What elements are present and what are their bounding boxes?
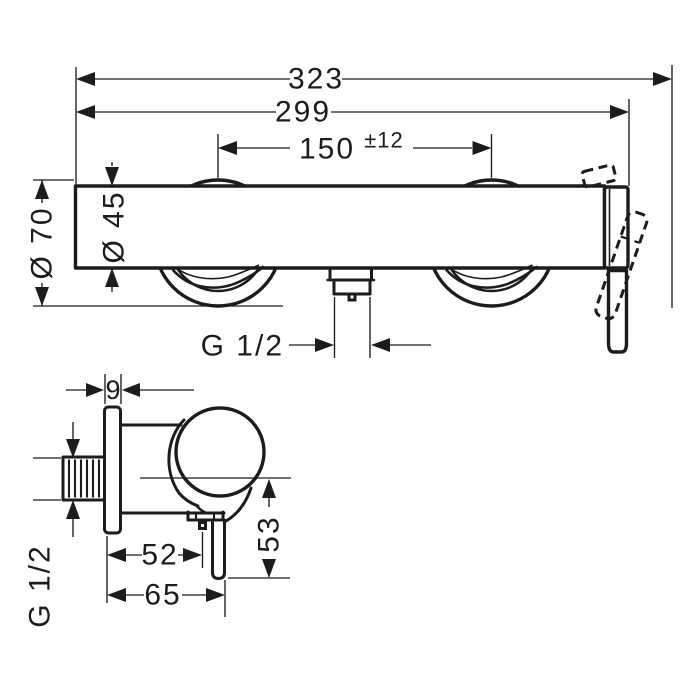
dim-axis-to-handle-label: 53 [253, 515, 286, 552]
dim-wall-to-outlet-label: 52 [141, 539, 178, 572]
dim-escutcheon-diameter-label: Ø 70 [26, 206, 59, 279]
dim-inlet-thread: G 1/2 [24, 422, 80, 628]
cartridge-housing [174, 406, 266, 498]
dim-body-width-label: 299 [275, 96, 331, 129]
dim-overall-width: 323 [76, 63, 672, 96]
dim-escutcheon-depth-label: 9 [105, 375, 120, 405]
escutcheon-left-detail [171, 264, 265, 289]
handle-lever-side [211, 518, 226, 580]
dim-axis-to-handle: 53 [228, 479, 290, 579]
handle-lever-open-position [580, 163, 649, 321]
dim-body-diameter: Ø 45 [98, 162, 131, 292]
dim-body-diameter-label: Ø 45 [98, 190, 131, 263]
dim-connection-tolerance-label: ±12 [364, 128, 404, 153]
outlet-fitting-side [186, 510, 225, 530]
dim-connection-spacing: 150 ±12 [218, 128, 492, 166]
dim-outlet-thread-label: G 1/2 [201, 330, 284, 363]
end-cap [602, 185, 630, 270]
dim-overall-width-label: 323 [288, 63, 344, 96]
handle-tip-dashed [580, 163, 618, 189]
wall-plate [103, 405, 122, 535]
escutcheon-right-detail [445, 264, 538, 289]
dim-connection-spacing-label: 150 [299, 133, 355, 166]
dim-body-width: 299 [76, 96, 629, 129]
dim-inlet-thread-label: G 1/2 [24, 544, 57, 627]
dim-outlet-thread: G 1/2 [201, 297, 431, 363]
side-view: 9 G 1/2 52 65 [24, 374, 291, 628]
bar-body [73, 184, 607, 270]
valve-body [118, 406, 266, 523]
outlet-fitting [326, 267, 376, 302]
inlet-nipple [61, 455, 106, 502]
handle-shaft-dashed [594, 210, 649, 321]
dim-wall-to-handle: 65 [107, 579, 226, 617]
dim-escutcheon-depth: 9 [66, 374, 194, 405]
extension-lines [33, 65, 673, 308]
dim-escutcheon-diameter: Ø 70 [26, 180, 59, 306]
dim-wall-to-outlet: 52 [106, 532, 204, 603]
dim-wall-to-handle-label: 65 [144, 579, 181, 612]
front-view: 323 299 150 ±12 [26, 63, 673, 363]
